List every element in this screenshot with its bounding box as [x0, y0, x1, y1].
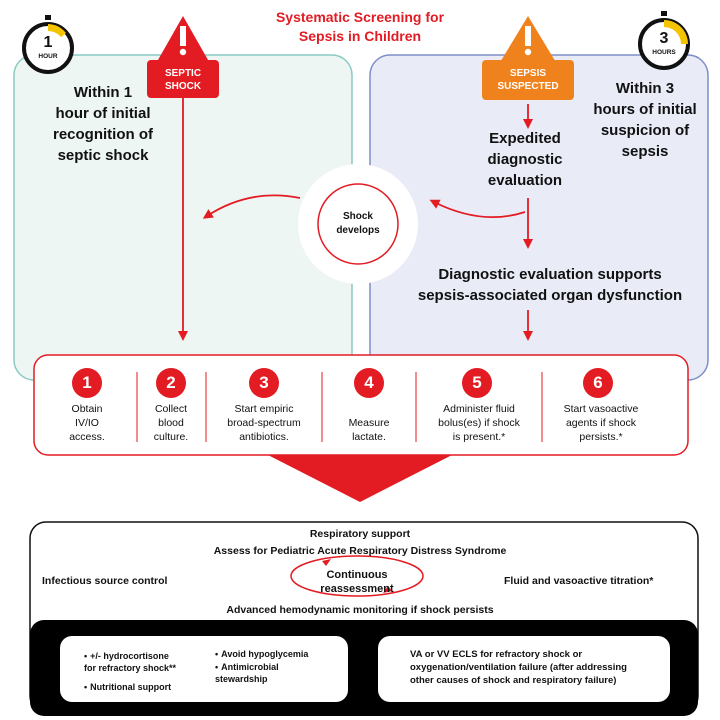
step-3-number: 3	[249, 368, 279, 398]
one-hour-clock-unit: HOUR	[38, 53, 58, 60]
step-5-number: 5	[462, 368, 492, 398]
shock-right-arrow	[429, 199, 526, 219]
bullet-nutritional-support: •Nutritional support	[84, 682, 172, 692]
shock-left-arrow	[202, 194, 301, 219]
step-3-label: Start empiric broad-spectrum antibiotics…	[227, 403, 301, 443]
page-title: Systematic Screening for Sepsis in Child…	[275, 9, 445, 44]
respiratory-support-text: Respiratory support	[309, 528, 411, 540]
three-hours-clock-number: 3	[659, 30, 669, 47]
continuous-loop	[290, 555, 424, 597]
step-2-number: 2	[156, 368, 186, 398]
step-6-label: Start vasoactive agents if shock persist…	[563, 403, 639, 443]
bullet-antimicrobial-stewardship: •Antimicrobial stewardship	[215, 662, 279, 684]
step-5-label: Administer fluid bolus(es) if shock is p…	[438, 403, 520, 443]
step-4-label: Measure lactate.	[348, 417, 390, 443]
fluid-titration-text: Fluid and vasoactive titration*	[504, 575, 654, 587]
septic-shock-label: SEPTIC SHOCK	[164, 68, 202, 92]
organ-dysfunction-text: Diagnostic evaluation supports sepsis-as…	[417, 266, 683, 304]
ecls-box	[378, 636, 670, 702]
step-2-label: Collect blood culture.	[153, 403, 189, 443]
step-1-label: Obtain IV/IO access.	[69, 403, 105, 443]
one-hour-clock-number: 1	[43, 34, 53, 51]
shock-develops-circle	[317, 183, 399, 265]
ecls-text: VA or VV ECLS for refractory shock or ox…	[410, 649, 627, 686]
three-hours-clock-unit: HOURS	[652, 49, 676, 56]
bullet-hydrocortisone: •+/- hydrocortisone for refractory shock…	[84, 651, 177, 673]
within-3-hours-text: Within 3 hours of initial suspicion of s…	[593, 80, 697, 160]
three-hours-clock-icon	[638, 11, 690, 70]
hemodynamic-monitoring-text: Advanced hemodynamic monitoring if shock…	[226, 604, 494, 616]
sepsis-suspected-warning-icon	[482, 16, 574, 100]
expedited-evaluation-text: Expedited diagnostic evaluation	[487, 130, 563, 189]
pards-text: Assess for Pediatric Acute Respiratory D…	[213, 545, 507, 557]
big-down-arrow	[268, 455, 452, 502]
source-control-text: Infectious source control	[42, 575, 168, 587]
step-6-number: 6	[583, 368, 613, 398]
bullet-avoid-hypoglycemia: •Avoid hypoglycemia	[215, 649, 309, 659]
shock-develops-text: Shock develops	[336, 211, 380, 236]
step-1-number: 1	[72, 368, 102, 398]
continuous-reassessment-text: Continuous reassessment	[320, 569, 394, 595]
within-1-hour-text: Within 1 hour of initial recognition of …	[53, 84, 153, 164]
one-hour-clock-icon	[22, 15, 74, 74]
septic-shock-warning-icon	[147, 16, 219, 98]
sepsis-suspected-label: SEPSIS SUSPECTED	[497, 68, 559, 92]
step-4-number: 4	[354, 368, 384, 398]
supportive-care-box	[60, 636, 348, 702]
